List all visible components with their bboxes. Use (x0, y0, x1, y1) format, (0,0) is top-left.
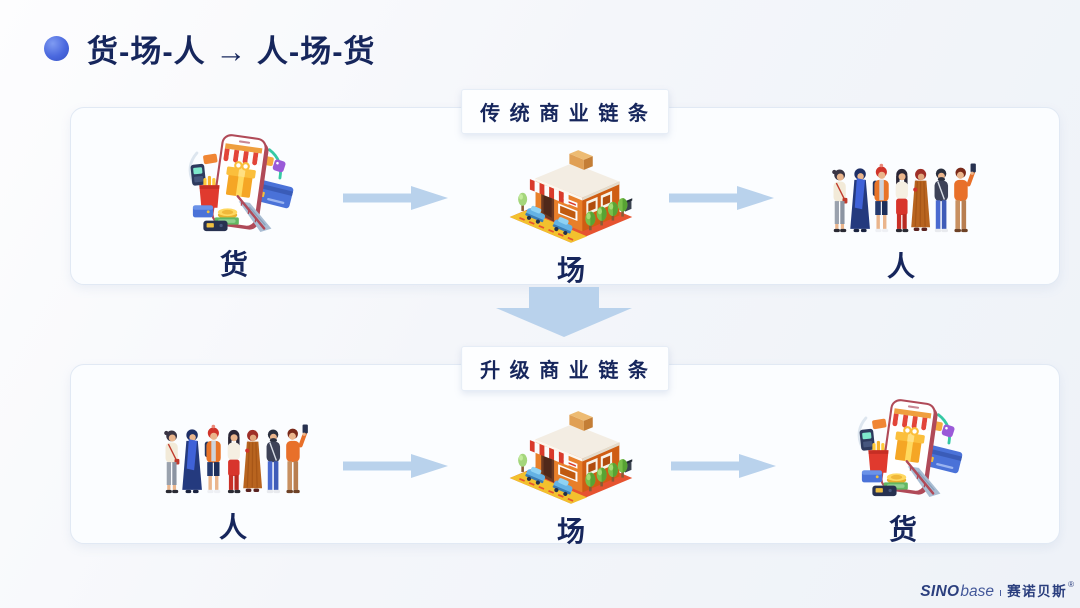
phone-shopping-illustration (818, 397, 988, 505)
flow-arrow-right-icon (343, 185, 449, 211)
flow-item-people: 人 (806, 134, 996, 285)
panel-traditional-header-label: 传 统 商 业 链 条 (480, 103, 650, 125)
panel-upgraded-chain: 升 级 商 业 链 条 人 场 货 (70, 346, 1060, 547)
title-bullet-icon (44, 36, 69, 61)
brand-base: base (960, 583, 995, 600)
storefront-illustration (486, 399, 656, 507)
item-label: 人 (886, 251, 915, 282)
flow-arrow-right-icon (669, 185, 775, 211)
brand-separator: ı (999, 587, 1003, 599)
flow-arrow-right-icon (671, 453, 777, 479)
phone-shopping-illustration (149, 132, 319, 240)
brand-sino: SINO (920, 583, 960, 600)
flow-arrow-down-icon (494, 287, 634, 339)
brand-registered-mark: ® (1068, 580, 1074, 589)
panel-traditional-header-chip: 传 统 商 业 链 条 (461, 89, 669, 134)
flow-item-people: 人 (138, 395, 328, 546)
flow-item-goods: 货 (149, 132, 319, 283)
panel-upgraded-header-chip: 升 级 商 业 链 条 (461, 346, 669, 391)
panel-traditional-chain: 传 统 商 业 链 条 货 场 人 (70, 89, 1060, 286)
item-label: 货 (219, 249, 248, 280)
crowd-illustration (138, 395, 328, 503)
item-label: 场 (556, 255, 585, 286)
item-label: 货 (888, 514, 917, 545)
flow-item-place: 场 (486, 138, 656, 289)
crowd-illustration (806, 134, 996, 242)
storefront-illustration (486, 138, 656, 246)
item-label: 场 (556, 516, 585, 547)
panel-upgraded-header-label: 升 级 商 业 链 条 (480, 360, 650, 382)
page-title: 货-场-人 → 人-场-货 (87, 34, 376, 69)
flow-item-place: 场 (486, 399, 656, 550)
flow-arrow-right-icon (343, 453, 449, 479)
title-row: 货-场-人 → 人-场-货 (44, 26, 376, 71)
brand-chinese: 赛诺贝斯 (1007, 584, 1068, 599)
flow-item-goods: 货 (818, 397, 988, 548)
item-label: 人 (218, 512, 247, 543)
